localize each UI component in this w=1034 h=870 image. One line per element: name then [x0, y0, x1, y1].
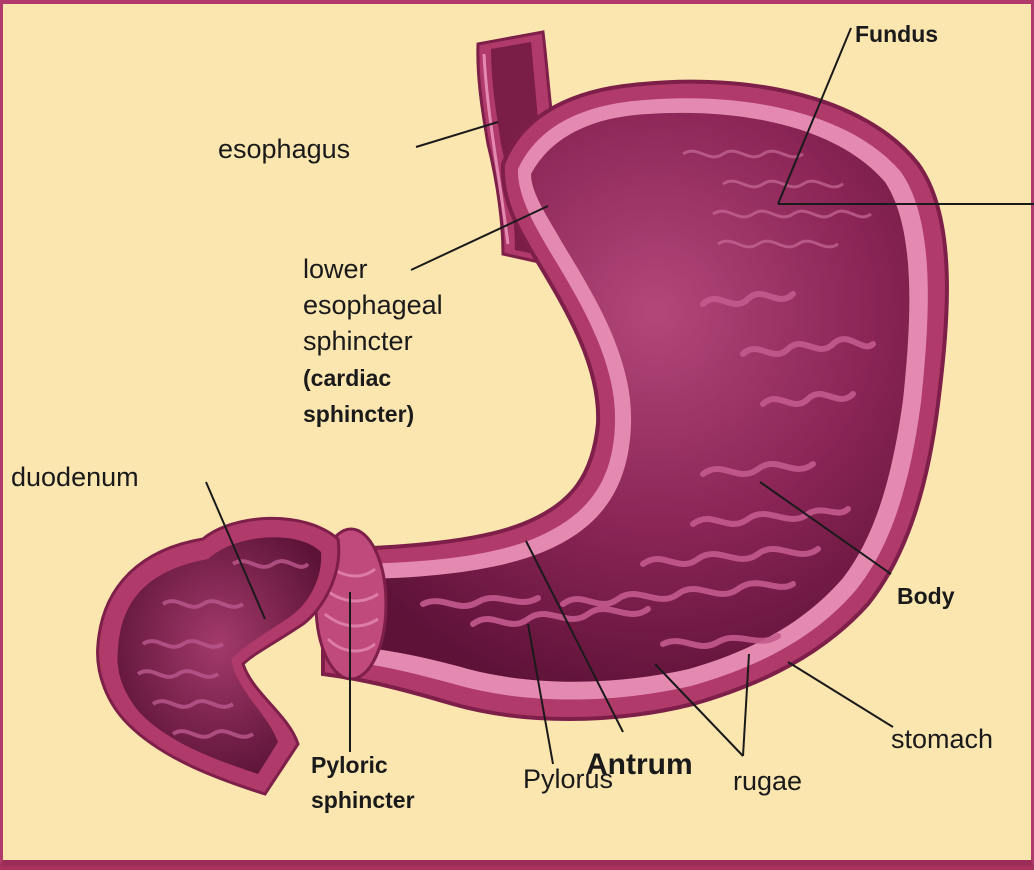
label-les-line4: (cardiac [303, 362, 391, 394]
label-stomach: stomach [891, 722, 993, 756]
label-pyloric-line2: sphincter [311, 784, 415, 816]
label-les-line5: sphincter) [303, 398, 414, 430]
label-pyloric-line1: Pyloric [311, 749, 388, 781]
label-duodenum: duodenum [11, 460, 139, 494]
leader-stomach [788, 662, 893, 727]
label-antrum: Antrum [586, 748, 693, 782]
label-les-line2: esophageal [303, 288, 443, 322]
label-rugae: rugae [733, 764, 802, 798]
stomach-illustration [3, 4, 1034, 870]
label-esophagus: esophagus [218, 132, 350, 166]
label-les-line3: sphincter [303, 324, 413, 358]
label-body: Body [897, 580, 955, 612]
label-fundus: Fundus [855, 18, 938, 50]
label-les-line1: lower [303, 252, 368, 286]
